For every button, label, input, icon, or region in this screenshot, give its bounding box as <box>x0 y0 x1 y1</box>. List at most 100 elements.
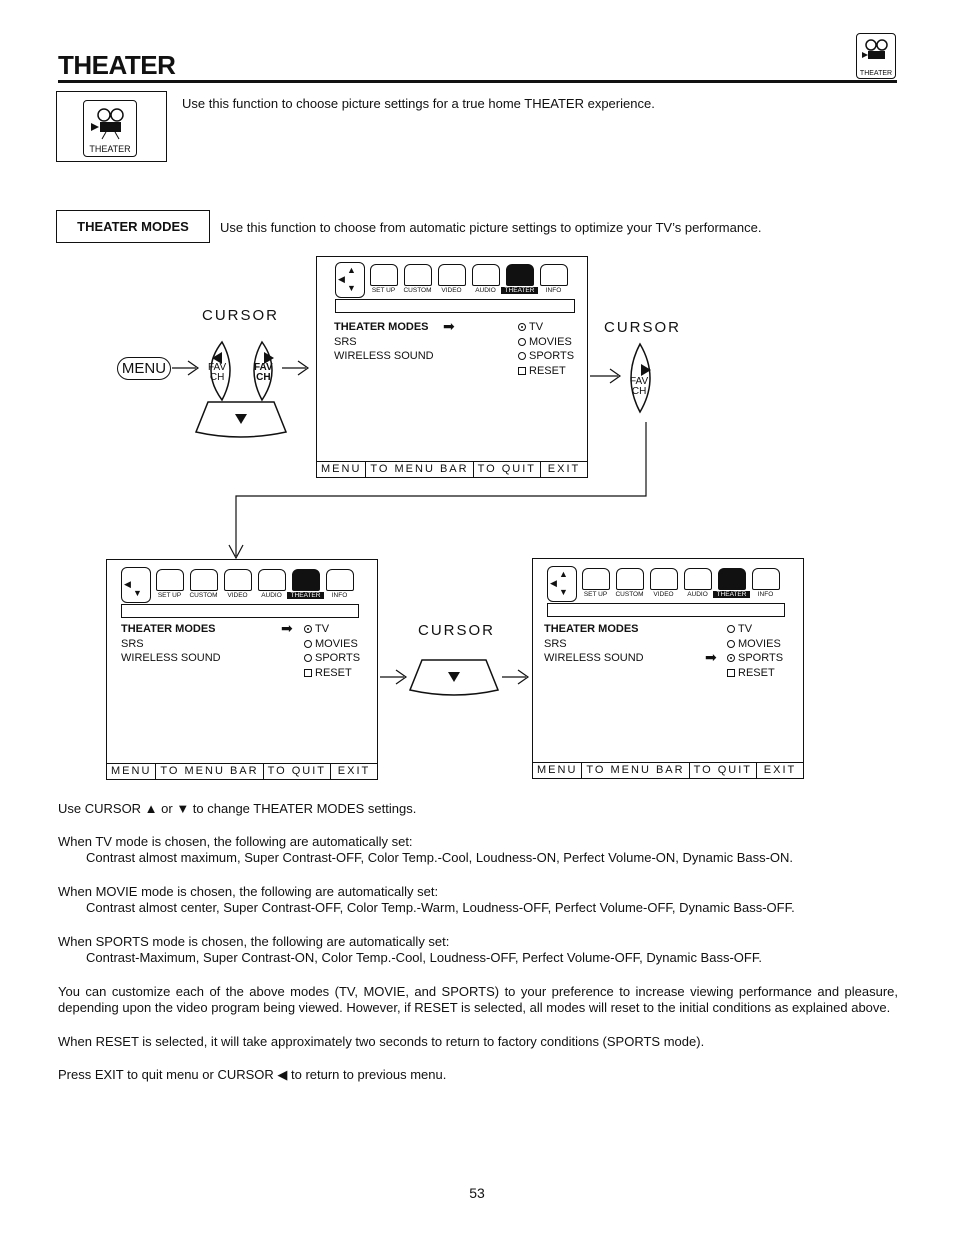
left-arrow-icon: ◀ <box>124 579 131 589</box>
option-label: TV <box>529 321 544 333</box>
left-arrow-icon: ◀ <box>550 578 557 588</box>
option-reset[interactable]: RESET <box>518 364 574 379</box>
option-reset[interactable]: RESET <box>304 666 360 681</box>
option-label: SPORTS <box>529 350 575 362</box>
option-label: MOVIES <box>529 335 572 348</box>
checkbox-icon <box>727 668 735 677</box>
menu-item-label: THEATER <box>501 287 538 294</box>
ch-label: CH <box>209 372 225 383</box>
up-arrow-icon: ▲ <box>559 569 568 579</box>
options-list: TV MOVIES SPORTS RESET <box>304 622 360 680</box>
menu-item-info[interactable]: INFO <box>538 262 569 294</box>
option-label: SPORTS <box>738 652 784 664</box>
option-sports[interactable]: SPORTS <box>727 651 783 666</box>
fav-label: FAV <box>208 362 227 373</box>
tv-mode-settings: Contrast almost maximum, Super Contrast-… <box>86 850 794 865</box>
menu-item-custom[interactable]: CUSTOM <box>188 567 219 599</box>
checkbox-icon <box>518 366 526 375</box>
menu-item-audio[interactable]: AUDIO <box>682 566 713 598</box>
down-arrow-icon: ▼ <box>559 587 568 597</box>
reset-paragraph: When RESET is selected, it will take app… <box>58 1033 705 1049</box>
theater-projector-icon: THEATER <box>856 33 896 79</box>
option-label: RESET <box>315 666 352 679</box>
pointer-arrow-icon: ➡ <box>705 649 717 665</box>
footer-menu: MENU <box>317 462 367 477</box>
menu-item-setup[interactable]: SET UP <box>368 262 399 294</box>
row-srs[interactable]: SRS <box>544 637 567 650</box>
screen-footer: MENU TO MENU BAR TO QUIT EXIT <box>107 763 377 779</box>
option-movies[interactable]: MOVIES <box>727 637 783 652</box>
option-sports[interactable]: SPORTS <box>304 651 360 666</box>
option-tv[interactable]: TV <box>518 320 574 335</box>
row-wireless-sound[interactable]: WIRELESS SOUND <box>544 652 644 664</box>
footer-exit: EXIT <box>547 463 581 475</box>
option-movies[interactable]: MOVIES <box>518 335 574 350</box>
radio-icon <box>518 337 526 346</box>
up-arrow-icon: ▲ <box>347 265 356 275</box>
custom-icon <box>404 264 432 286</box>
movie-mode-heading: When MOVIE mode is chosen, the following… <box>58 883 439 899</box>
fav-label: FAV <box>630 376 649 387</box>
screen-footer: MENU TO MENU BAR TO QUIT EXIT <box>317 461 587 477</box>
row-wireless-sound[interactable]: WIRELESS SOUND <box>121 652 221 664</box>
radio-selected-icon <box>304 625 312 634</box>
menu-icon-bar: ▲ ◀ ▼ SET UP CUSTOM VIDEO AUDIO THEATER … <box>335 262 569 298</box>
menu-rows: THEATER MODES SRS WIRELESS SOUND <box>121 622 221 666</box>
menu-item-audio[interactable]: AUDIO <box>256 567 287 599</box>
menu-rows: THEATER MODES SRS WIRELESS SOUND <box>544 622 644 666</box>
page-number: 53 <box>469 1185 485 1201</box>
sports-mode-settings: Contrast-Maximum, Super Contrast-ON, Col… <box>86 950 762 965</box>
option-sports[interactable]: SPORTS <box>518 349 574 364</box>
menu-item-theater[interactable]: THEATER <box>287 567 324 599</box>
checkbox-icon <box>304 668 312 677</box>
body-text: Use CURSOR ▲ or ▼ to change THEATER MODE… <box>58 801 898 1084</box>
menu-item-label: SET UP <box>583 591 608 598</box>
menu-item-video[interactable]: VIDEO <box>648 566 679 598</box>
footer-exit: EXIT <box>763 764 797 776</box>
menu-item-theater[interactable]: THEATER <box>713 566 750 598</box>
fav-ch-cursor-right-button[interactable]: FAV CH <box>630 377 648 397</box>
info-icon <box>326 569 354 591</box>
sports-mode-heading: When SPORTS mode is chosen, the followin… <box>58 933 450 949</box>
option-reset[interactable]: RESET <box>727 666 783 681</box>
menu-item-theater[interactable]: THEATER <box>501 262 538 294</box>
row-wireless-sound[interactable]: WIRELESS SOUND <box>334 350 434 362</box>
screen-footer: MENU TO MENU BAR TO QUIT EXIT <box>533 762 803 778</box>
options-list: TV MOVIES SPORTS RESET <box>727 622 783 680</box>
theater-icon <box>292 569 320 591</box>
menu-item-info[interactable]: INFO <box>750 566 781 598</box>
row-srs[interactable]: SRS <box>334 335 357 348</box>
footer-to-quit: TO QUIT <box>690 763 758 778</box>
fav-ch-right-button[interactable]: FAV CH <box>254 363 273 383</box>
menu-item-custom[interactable]: CUSTOM <box>614 566 645 598</box>
video-icon <box>650 568 678 590</box>
fav-ch-left-button[interactable]: FAV CH <box>208 363 226 383</box>
menu-item-setup[interactable]: SET UP <box>154 567 185 599</box>
option-label: MOVIES <box>738 637 781 650</box>
custom-icon <box>190 569 218 591</box>
setup-icon <box>156 569 184 591</box>
menu-item-label: CUSTOM <box>403 287 432 294</box>
menu-item-info[interactable]: INFO <box>324 567 355 599</box>
row-srs[interactable]: SRS <box>121 637 144 650</box>
menu-button[interactable]: MENU <box>117 357 171 380</box>
title-rule <box>58 80 897 83</box>
menu-item-video[interactable]: VIDEO <box>222 567 253 599</box>
row-theater-modes[interactable]: THEATER MODES <box>334 321 429 333</box>
cursor-nav-icon: ▲ ◀ ▼ <box>547 566 577 602</box>
menu-item-custom[interactable]: CUSTOM <box>402 262 433 294</box>
intro-text: Use this function to choose picture sett… <box>182 96 655 111</box>
menu-item-video[interactable]: VIDEO <box>436 262 467 294</box>
theater-icon: THEATER <box>83 100 137 157</box>
menu-item-audio[interactable]: AUDIO <box>470 262 501 294</box>
option-tv[interactable]: TV <box>727 622 783 637</box>
menu-item-setup[interactable]: SET UP <box>580 566 611 598</box>
radio-selected-icon <box>518 323 526 332</box>
menu-item-label: CUSTOM <box>615 591 644 598</box>
radio-icon <box>518 352 526 361</box>
row-theater-modes[interactable]: THEATER MODES <box>121 623 216 635</box>
option-movies[interactable]: MOVIES <box>304 637 360 652</box>
menu-item-label: AUDIO <box>475 287 496 294</box>
row-theater-modes[interactable]: THEATER MODES <box>544 623 639 635</box>
option-tv[interactable]: TV <box>304 622 360 637</box>
